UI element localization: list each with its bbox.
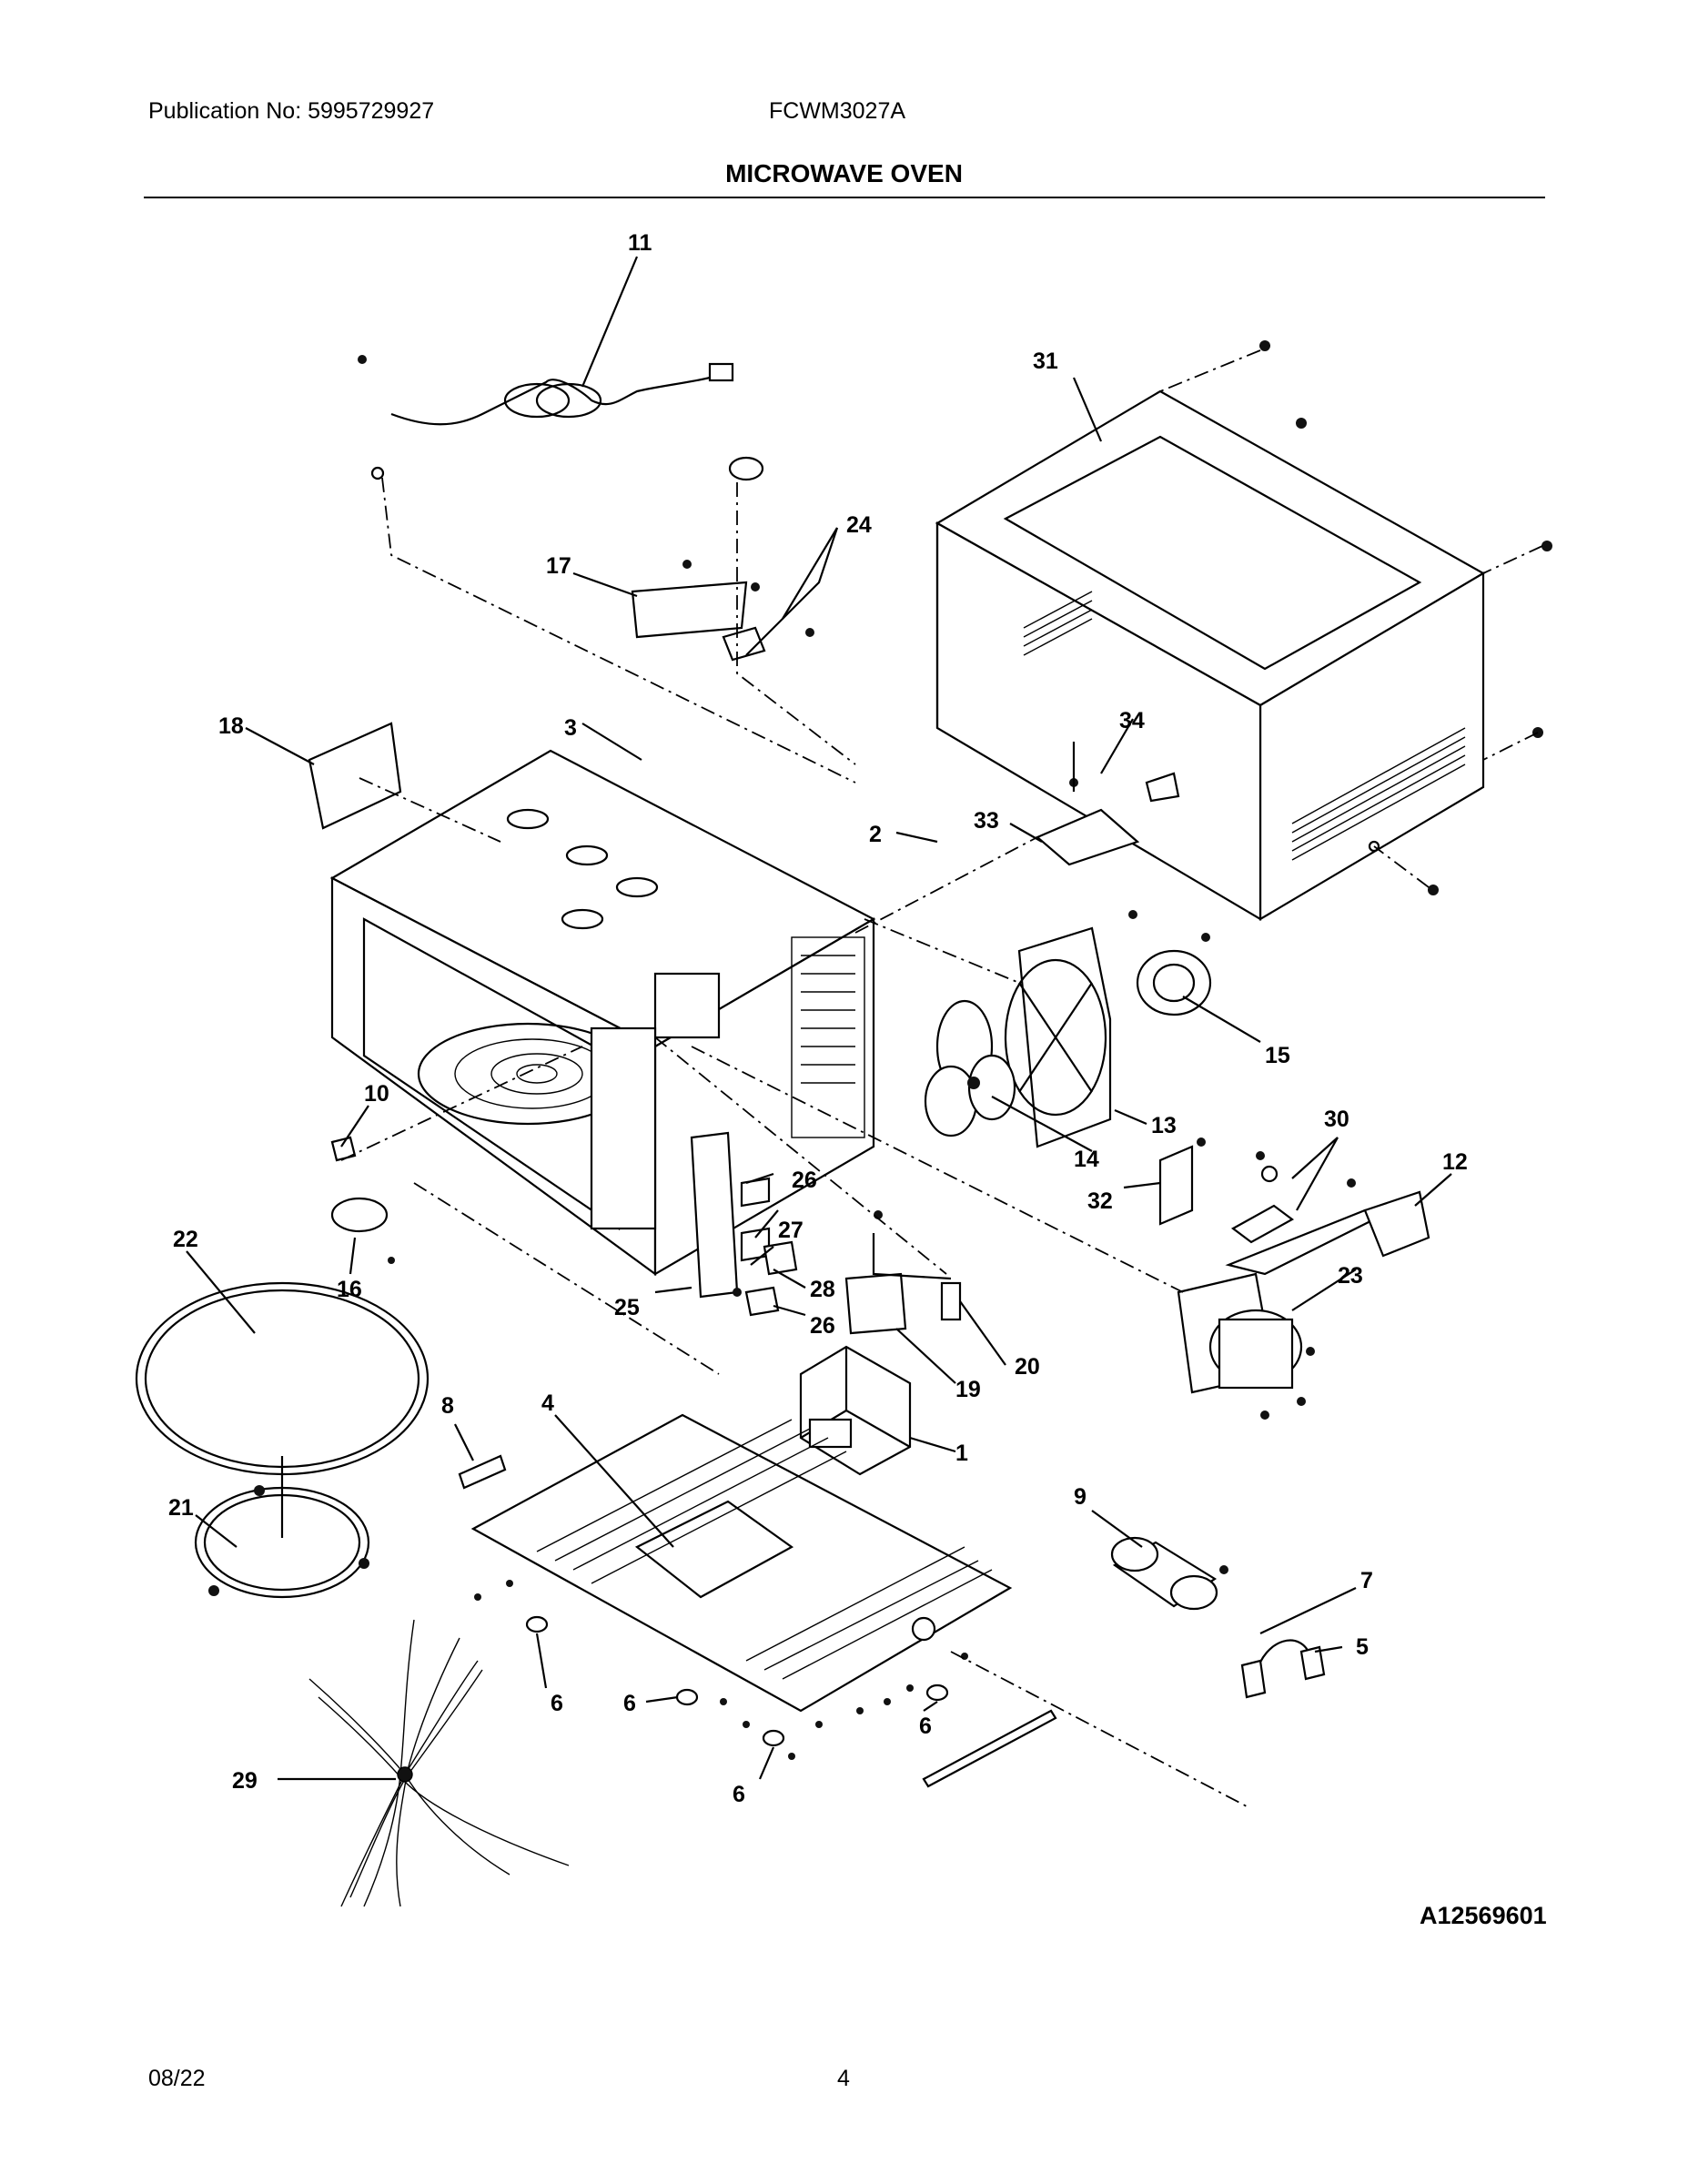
callout-12: 12 xyxy=(1442,1149,1468,1175)
strip xyxy=(922,1709,1057,1788)
callout-numbers: 11 31 24 17 18 3 34 2 33 15 13 14 30 12 … xyxy=(168,230,1468,1807)
control-board-33 xyxy=(1035,742,1180,866)
callout-17: 17 xyxy=(546,553,571,579)
glass-tray-22 xyxy=(135,1281,430,1476)
callout-28: 28 xyxy=(810,1277,835,1302)
hv-parts-19-20 xyxy=(844,1210,962,1335)
hinge-8 xyxy=(458,1454,507,1490)
fan-duct-13 xyxy=(1004,926,1112,1148)
coupler-10 xyxy=(330,1136,357,1162)
callout-33: 33 xyxy=(974,808,999,834)
callout-13: 13 xyxy=(1151,1113,1177,1138)
magnetron-23 xyxy=(1177,1272,1315,1420)
latch-bracket-25 xyxy=(690,1131,798,1317)
clamp-5 xyxy=(1240,1639,1326,1699)
callout-10: 10 xyxy=(364,1081,389,1107)
screw-7 xyxy=(1219,1565,1228,1574)
callout-34: 34 xyxy=(1119,708,1145,733)
callout-6c: 6 xyxy=(919,1714,932,1739)
footer-date: 08/22 xyxy=(148,2066,206,2091)
turntable-motor-16 xyxy=(330,1197,395,1264)
callout-1: 1 xyxy=(955,1441,968,1466)
bracket-17 xyxy=(631,456,814,662)
callout-21: 21 xyxy=(168,1495,194,1521)
leader-lines xyxy=(186,256,1452,1781)
callout-14: 14 xyxy=(1074,1147,1099,1172)
callout-6a: 6 xyxy=(551,1691,563,1716)
publication-number: Publication No: 5995729927 xyxy=(148,98,435,124)
wire-harness-29 xyxy=(308,1619,570,1907)
callout-4: 4 xyxy=(541,1390,554,1416)
callout-11: 11 xyxy=(628,230,652,256)
feet-6 xyxy=(525,1615,949,1747)
fan-motor-15 xyxy=(1128,910,1212,1016)
callout-32: 32 xyxy=(1087,1188,1113,1214)
callout-30: 30 xyxy=(1324,1107,1349,1132)
callout-25: 25 xyxy=(614,1295,640,1320)
page-number: 4 xyxy=(837,2066,850,2091)
page-title: MICROWAVE OVEN xyxy=(725,159,963,187)
bracket-12 xyxy=(1225,1178,1430,1276)
model-number: FCWM3027A xyxy=(769,98,906,124)
callout-27: 27 xyxy=(778,1218,804,1243)
callout-9: 9 xyxy=(1074,1484,1087,1510)
panel-18 xyxy=(308,722,402,830)
shield-32 xyxy=(1158,1145,1194,1226)
bracket-30 xyxy=(1230,1151,1295,1244)
callout-24: 24 xyxy=(846,512,872,538)
callout-5: 5 xyxy=(1356,1634,1369,1660)
oven-cavity xyxy=(329,749,876,1277)
callout-26-lower: 26 xyxy=(810,1313,835,1339)
callout-22: 22 xyxy=(173,1227,198,1252)
callout-31: 31 xyxy=(1033,349,1058,374)
callout-3: 3 xyxy=(564,715,577,741)
callout-23: 23 xyxy=(1338,1263,1363,1289)
callout-26-upper: 26 xyxy=(792,1168,817,1193)
title-rule xyxy=(144,197,1545,198)
callout-6b: 6 xyxy=(623,1691,636,1716)
callout-29: 29 xyxy=(232,1768,258,1794)
callout-16: 16 xyxy=(337,1277,362,1302)
fan-blade-14 xyxy=(924,999,1016,1138)
figure-id: A12569601 xyxy=(1420,1902,1547,1929)
capacitor-9 xyxy=(1110,1536,1218,1611)
callout-19: 19 xyxy=(955,1377,981,1402)
transformer-1 xyxy=(799,1345,912,1476)
callout-20: 20 xyxy=(1015,1354,1040,1380)
callout-2: 2 xyxy=(869,822,882,847)
power-cord xyxy=(358,355,734,480)
callout-15: 15 xyxy=(1265,1043,1290,1068)
callout-6d: 6 xyxy=(733,1782,745,1807)
callout-8: 8 xyxy=(441,1393,454,1419)
base-plate-4 xyxy=(470,1413,1013,1713)
callout-18: 18 xyxy=(218,713,244,739)
callout-7: 7 xyxy=(1360,1568,1373,1593)
outer-cabinet xyxy=(935,389,1486,921)
